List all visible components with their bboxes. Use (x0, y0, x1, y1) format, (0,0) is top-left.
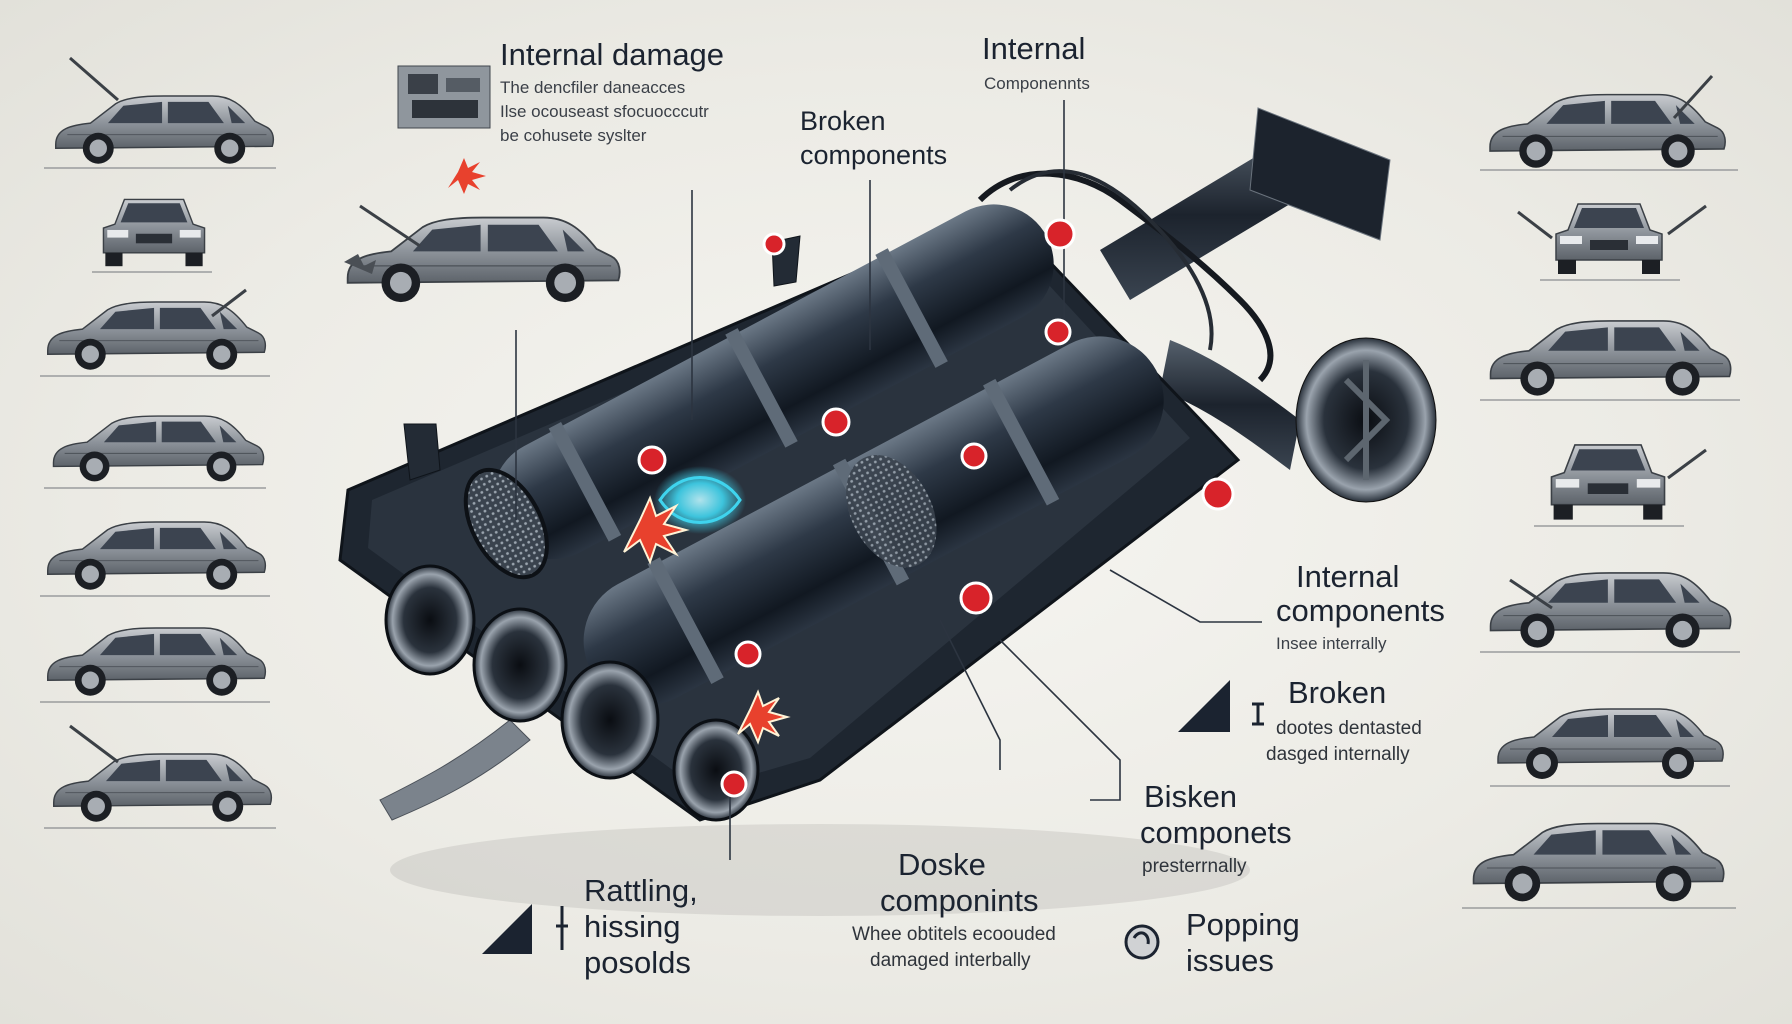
warning-triangle-icon (482, 904, 568, 954)
bisken-line-2: componets (1140, 815, 1292, 850)
popping-line-1: Popping (1186, 907, 1300, 942)
internal-right-line-2: components (1276, 593, 1445, 628)
broken-right-line-1: dootes dentasted (1276, 718, 1422, 739)
broken-top-line-2: components (800, 140, 948, 170)
internal-right-line-1: Internal (1296, 559, 1400, 594)
broken-right-title: Broken (1288, 675, 1387, 710)
broken-top-line-1: Broken (800, 106, 886, 136)
warning-triangle-icon (1178, 680, 1264, 732)
internal-damage-title: Internal damage (500, 37, 725, 72)
rattling-line-2: hissing (584, 909, 681, 944)
doske-line-1: Doske (898, 847, 986, 882)
doske-line-2: componints (880, 883, 1039, 918)
spark-icon (448, 158, 791, 745)
bisken-line-1: Bisken (1144, 779, 1238, 814)
broken-right-line-2: dasged internally (1266, 744, 1410, 765)
internal-damage-line-1: The dencfiler daneacces (500, 78, 686, 97)
rattling-line-1: Rattling, (584, 873, 698, 908)
bisken-sub: presterrnally (1142, 856, 1247, 877)
rattling-line-3: posolds (584, 945, 691, 980)
left-car-column (40, 56, 276, 829)
doske-line-3: Whee obtitels ecoouded (852, 924, 1056, 945)
internal-top-title: Internal (982, 31, 1086, 66)
leader-lines (515, 100, 1262, 860)
doske-line-4: damaged interbally (870, 950, 1031, 971)
engine-thumbnail (397, 65, 491, 129)
internal-damage-line-2: Ilse ocouseast sfocuocccutr (500, 102, 709, 121)
damaged-car (344, 204, 621, 304)
internal-right-sub: Insee interrally (1276, 634, 1387, 653)
popping-line-2: issues (1186, 943, 1274, 978)
alert-marker-icon (637, 218, 1235, 798)
exhaust-assembly (338, 107, 1437, 916)
right-car-column (1462, 74, 1740, 909)
internal-top-sub: Componennts (984, 74, 1090, 93)
internal-damage-line-3: be cohusete syslter (500, 126, 647, 145)
ear-icon (1124, 924, 1160, 960)
